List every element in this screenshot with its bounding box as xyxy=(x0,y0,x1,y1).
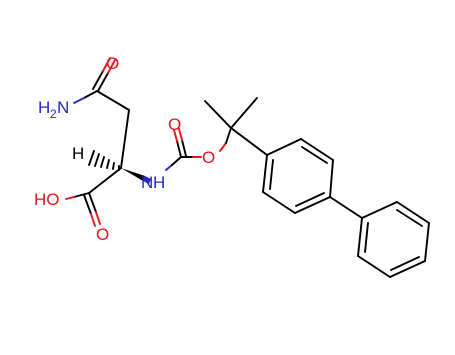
atom-label-amide-n: N xyxy=(57,98,69,117)
bond-amide-c-o-2 xyxy=(92,70,104,90)
bond-c-o-double-1 xyxy=(88,192,97,213)
bond-amide-c-o-2-red xyxy=(102,57,111,72)
bond-c-oh xyxy=(73,192,90,198)
atom-label-amide-h: H xyxy=(38,98,50,117)
atom-label-nh-n: N xyxy=(141,173,153,192)
phenyl-ring-1 xyxy=(262,138,334,214)
phenyl-ring-2 xyxy=(357,201,430,278)
bond-amide-c-n-blue xyxy=(73,97,85,104)
bond-methyl-1 xyxy=(204,100,232,129)
bond-n-carbonyl-blue xyxy=(165,164,173,171)
bond-c-o-double-1-red xyxy=(95,211,101,225)
bond-amide-c-n xyxy=(83,90,98,99)
stereo-wedge-bond-blue xyxy=(143,176,151,184)
bond-amide-c-o-1 xyxy=(97,72,109,92)
atom-label-nh-h: H xyxy=(153,173,165,192)
stereo-hash-bond xyxy=(88,150,120,171)
bond-c-oh-red xyxy=(65,196,75,200)
atom-label-carbamate-o-single: O xyxy=(202,148,215,167)
stereo-wedge-bond xyxy=(121,168,145,181)
bond-methyl-2 xyxy=(230,97,258,129)
bond-calpha-cooh xyxy=(88,167,122,194)
atom-label-carbamate-o-double: O xyxy=(168,115,181,134)
atom-label-amide-h-count: 2 xyxy=(50,107,57,121)
bond-n-carbonyl xyxy=(171,156,182,166)
bond-o-cquat-red xyxy=(219,142,227,152)
bond-carbamate-c-o-1-red xyxy=(173,129,178,142)
bond-ch2-calpha xyxy=(120,109,130,169)
bond-c-o-double-2-red xyxy=(90,213,96,227)
bond-amide-ch2 xyxy=(96,90,130,111)
atom-label-amide-o: O xyxy=(106,54,119,73)
bond-c-o-double-2 xyxy=(83,194,92,215)
atom-label-acid-o-double: O xyxy=(96,225,109,244)
atom-label-acid-ho: HO xyxy=(34,190,60,209)
bond-cquat-ring xyxy=(230,127,268,156)
bond-carbamate-c-o-1 xyxy=(176,140,182,158)
bond-o-cquat xyxy=(225,127,232,144)
bond-amide-c-o-1-red xyxy=(107,59,116,74)
bond-carbamate-c-o-2 xyxy=(181,139,187,157)
bond-carbamate-c-o-2-red xyxy=(178,128,183,141)
bond-biphenyl-link xyxy=(329,196,363,219)
atom-label-stereo-h: H xyxy=(72,144,84,163)
